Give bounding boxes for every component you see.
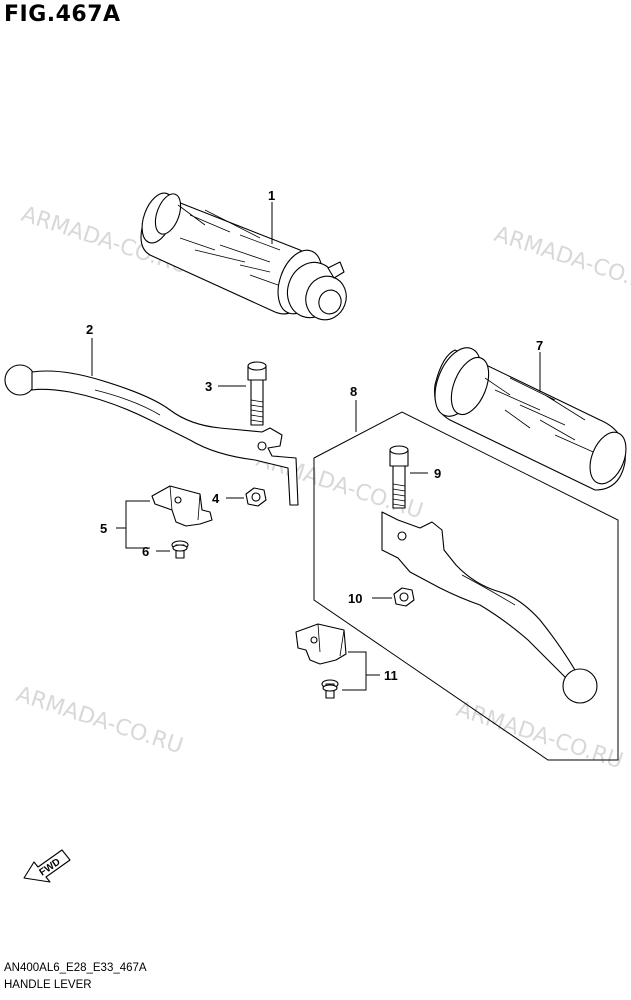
part-label-10: 10	[348, 591, 362, 606]
left-lever-part-2[interactable]	[4, 364, 299, 506]
fwd-direction-arrow: FWD	[23, 849, 71, 883]
part-label-1: 1	[268, 188, 275, 203]
right-lever[interactable]	[381, 511, 598, 704]
model-code: AN400AL6_E28_E33_467A	[4, 962, 147, 974]
part-label-11: 11	[384, 668, 398, 683]
nut-part-10[interactable]	[393, 587, 415, 607]
part-label-2: 2	[86, 322, 93, 337]
nut-part-4[interactable]	[245, 487, 267, 507]
watermark: ARMADA-CO.RU	[13, 682, 186, 759]
diagram-caption: HANDLE LEVER	[4, 979, 92, 991]
screw-part-6[interactable]	[171, 540, 189, 559]
switch-part-11[interactable]	[295, 623, 347, 699]
watermark: ARMADA-CO.RU	[453, 697, 626, 774]
switch-part-5[interactable]	[151, 485, 213, 527]
part-label-9: 9	[434, 466, 441, 481]
part-label-3: 3	[205, 379, 212, 394]
right-grip-part-7[interactable]	[426, 341, 631, 491]
part-label-5: 5	[100, 521, 107, 536]
footer: AN400AL6_E28_E33_467A HANDLE LEVER	[4, 960, 147, 994]
bolt-part-3[interactable]	[247, 361, 267, 426]
figure-title: FIG.467A	[4, 2, 121, 27]
lever-assembly-outline-part-8	[313, 411, 619, 761]
part-label-8: 8	[350, 384, 357, 399]
part-label-7: 7	[536, 338, 543, 353]
watermark: ARMADA-CO.RU	[491, 222, 631, 299]
part-label-6: 6	[142, 544, 149, 559]
bolt-part-9[interactable]	[389, 445, 409, 509]
left-grip-part-1[interactable]	[136, 189, 352, 326]
part-label-4: 4	[212, 491, 220, 506]
